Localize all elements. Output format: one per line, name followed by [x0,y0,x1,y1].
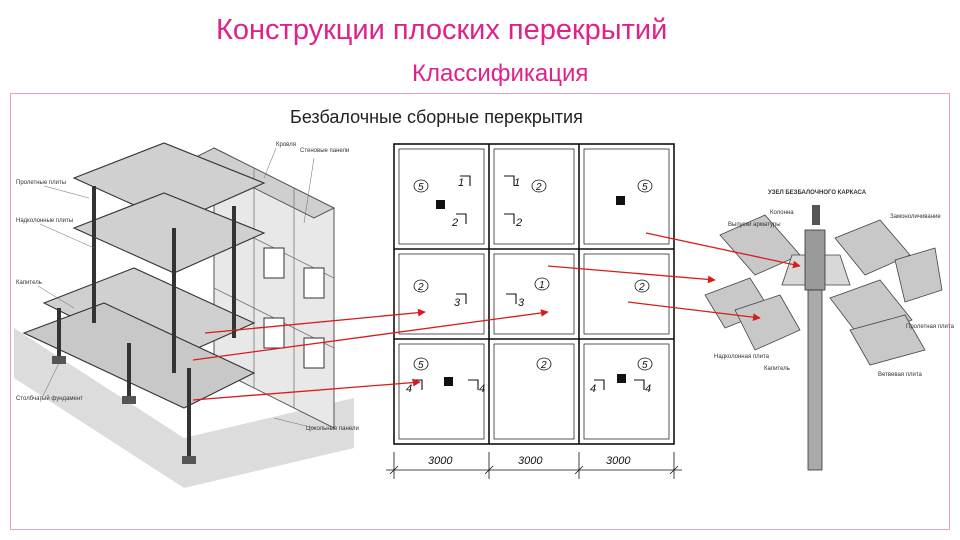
panel-number: 5 [642,182,648,193]
panel-number: 2 [540,360,547,371]
label-span-slabs: Пролетные плиты [16,180,66,186]
panel-number: 5 [418,182,424,193]
label-roof: Кровля [276,142,296,148]
section-mark: 2 [451,217,458,229]
section-caption: Безбалочные сборные перекрытия [290,107,583,127]
dimension-label: 3000 [518,455,543,467]
section-mark: 3 [454,297,461,309]
node-detail: УЗЕЛ БЕЗБАЛОЧНОГО КАРКАСА Колонна Выпуск… [704,190,955,471]
building-illustration: Кровля Стеновые панели Пролетные плиты Н… [14,142,359,488]
page-title: Конструкции плоских перекрытий [216,14,668,46]
panel-number: 2 [535,182,542,193]
panel-number: 5 [418,360,424,371]
page-subtitle: Классификация [412,60,589,87]
label-plinth-panels: Цокольные панели [306,426,359,432]
label-column-slabs: Надколонные плиты [16,218,73,224]
section-mark: 1 [514,177,520,189]
label-capital: Капитель [16,280,42,286]
panel-number: 5 [642,360,648,371]
label-grouting: Замоноличивание [890,214,941,220]
label-capital: Капитель [764,366,790,372]
dimension-label: 3000 [606,455,631,467]
floor-plan: 5 2 5 2 1 2 5 2 5 1 1 2 2 3 3 4 4 4 4 30… [386,143,682,479]
panel-number: 2 [417,282,424,293]
section-mark: 2 [515,217,522,229]
label-rebar-outlets: Выпуски арматуры [728,222,781,228]
content-frame [10,93,950,530]
dimension-label: 3000 [428,455,453,467]
node-title: УЗЕЛ БЕЗБАЛОЧНОГО КАРКАСА [768,190,867,196]
section-mark: 4 [590,383,596,395]
panel-number: 2 [638,282,645,293]
label-branch-slab: Ветвевая плита [878,372,923,378]
section-mark: 1 [458,177,464,189]
section-mark: 4 [645,383,651,395]
section-mark: 3 [518,297,525,309]
label-column-slab: Надколонная плита [714,354,770,360]
section-mark: 4 [479,383,485,395]
section-mark: 4 [406,383,412,395]
panel-number: 1 [539,280,545,291]
label-column: Колонна [770,210,794,216]
label-wall-panels: Стеновые панели [300,148,349,154]
label-span-slab: Пролетная плита [906,324,955,330]
label-column-foundation: Столбчатый фундамент [16,395,83,402]
